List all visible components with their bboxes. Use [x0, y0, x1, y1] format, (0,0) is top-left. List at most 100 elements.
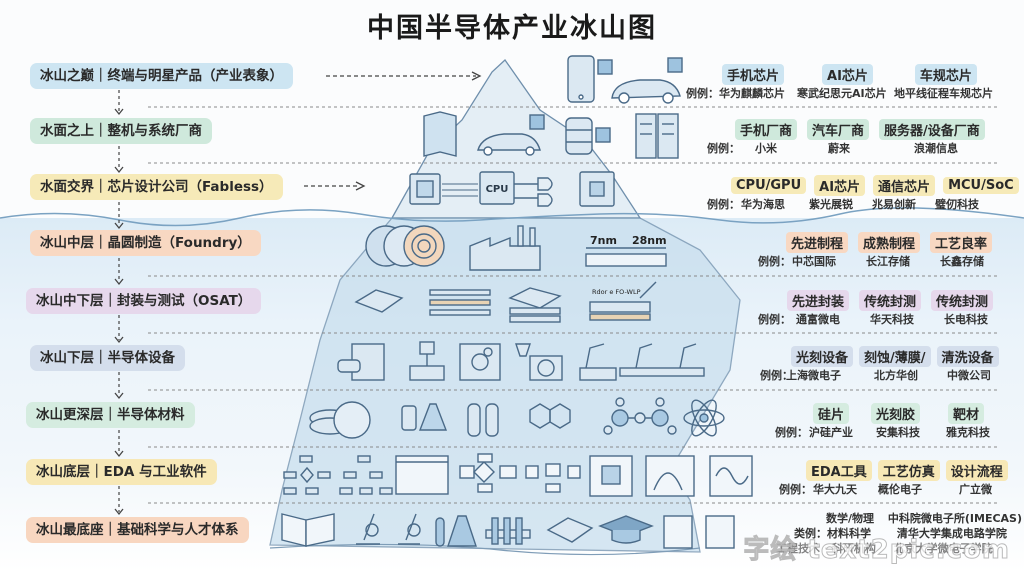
server-rack-icon [635, 113, 679, 159]
dashed-separators [148, 106, 1000, 504]
example: 中芯国际 [792, 255, 836, 268]
waterline [0, 207, 1024, 227]
tag: 手机芯片 [722, 64, 785, 85]
layer-pill-equipment: 冰山下层｜半导体设备 [30, 345, 185, 371]
examples-prefix: 例例： [707, 198, 740, 211]
tag: 光刻胶 [871, 403, 921, 424]
example: 华大九天 [813, 483, 857, 496]
example: 华为麒麟芯片 [719, 87, 785, 100]
package-icon [354, 289, 404, 313]
tag-row-fabless: CPU/GPU AI芯片 通信芯片 MCU/SoC [731, 175, 1019, 196]
example: 上海微电子 [786, 369, 841, 382]
waveform-window-icon [645, 455, 695, 497]
tree-icon [339, 455, 393, 495]
tag: 手机厂商 [735, 119, 798, 140]
microscope-2-icon [398, 513, 421, 545]
tag: 汽车厂商 [807, 119, 870, 140]
example: 紫光展锐 [809, 198, 853, 211]
code-window-icon [395, 455, 449, 495]
cpu-icon [479, 171, 515, 205]
examples-prefix: 例例： [758, 255, 791, 268]
examples-prefix: 例例： [758, 313, 791, 326]
smartphone-icon [567, 55, 595, 103]
grinder-icon [515, 343, 563, 381]
molecule-rings-icon [529, 403, 571, 429]
example: 广立微 [959, 483, 992, 496]
tag: 通信芯片 [873, 175, 936, 196]
tag: 刻蚀/薄膜/ [859, 346, 931, 367]
test-tube-icon [435, 517, 445, 547]
fo-wlp-icon [589, 281, 657, 321]
chip-small-icon [595, 127, 611, 143]
tag: AI芯片 [822, 64, 873, 85]
base-line-2: 类例：材料科学 清华大学集成电路学院 [794, 525, 1007, 541]
atom-icon [683, 399, 725, 437]
tag: 服务器/设备厂商 [879, 119, 985, 140]
tag: 设计流程 [945, 460, 1008, 481]
examples-prefix: 例例： [686, 87, 719, 100]
example: 浪潮信息 [914, 142, 958, 155]
factory-icon [469, 225, 541, 271]
tag-row-eda: EDA工具 工艺仿真 设计流程 [806, 460, 1008, 481]
tag: 硅片 [813, 403, 850, 424]
layer-pill-eda: 冰山底层｜EDA 与工业软件 [26, 459, 217, 485]
logic-gates-icon [514, 177, 553, 207]
seabed-line [269, 543, 701, 556]
eda-flow-icon [525, 463, 581, 493]
flowchart-icon [283, 455, 331, 495]
base-line-3-right: 北京大学微电子学院 [893, 542, 993, 555]
tag: 传统封测 [859, 290, 922, 311]
page-title: 中国半导体产业冰山图 [367, 13, 657, 44]
example: 北方华创 [874, 369, 918, 382]
soc-icon [579, 171, 615, 207]
tag: 光刻设备 [791, 346, 854, 367]
tag: 传统封测 [931, 290, 994, 311]
layer-pill-summit: 冰山之巅｜终端与明星产品（产业表象） [30, 63, 293, 89]
base-line-1-left: 数学/物理 [826, 512, 875, 525]
layer-pill-osat: 冰山中下层｜封装与测试（OSAT） [26, 288, 262, 314]
examples-prefix: 例例： [779, 483, 812, 496]
example: 长电科技 [944, 313, 988, 326]
tag-row-osat: 先进封装 传统封测 传统封测 [787, 290, 994, 311]
chip-small-icon [667, 57, 683, 73]
example: 小米 [755, 142, 777, 155]
example: 概伦电子 [878, 483, 922, 496]
car-icon [477, 133, 541, 156]
example: 沪硅产业 [809, 426, 853, 439]
tag: 先进封装 [787, 290, 850, 311]
deposition-icon [409, 341, 445, 381]
layout-grid-icon [589, 455, 633, 497]
chip-small-icon [529, 114, 545, 130]
robot-arm-icon [579, 343, 617, 381]
examples-prefix: 例例： [707, 142, 740, 155]
tag: MCU/SoC [943, 177, 1019, 194]
example: 璧仞科技 [935, 198, 979, 211]
example: 长鑫存储 [940, 255, 984, 268]
microscope-icon [356, 513, 380, 545]
chip-board-icon [546, 517, 594, 543]
ruler-label-7nm: 7nm [590, 234, 617, 247]
flask-icon [447, 515, 477, 547]
etcher-icon [459, 343, 501, 381]
base-line-1-right: 中科院微电子所(IMECAS) [887, 512, 1022, 525]
ruler-icon [585, 247, 667, 267]
tag: 靶材 [948, 403, 985, 424]
example: 蔚来 [828, 142, 850, 155]
base-line-2-left: 类例：材料科学 [794, 527, 871, 540]
example: 通富微电 [796, 313, 840, 326]
layer-pill-waterline: 水面交界｜芯片设计公司（Fabless） [30, 174, 283, 200]
wafers-icon [365, 225, 445, 267]
watermark: 字绘 text2pic.com [743, 535, 1010, 566]
molecule-icon [603, 397, 677, 435]
example: 中微公司 [947, 369, 991, 382]
tag: 清洗设备 [936, 346, 999, 367]
stack-package-icon [429, 289, 491, 316]
example: 华为海思 [741, 198, 785, 211]
example: 地平线征程车规芯片 [894, 87, 993, 100]
tag: 成熟制程 [858, 232, 921, 253]
base-line-3-left: 工程技术 · 科研机构 [776, 542, 876, 555]
layer-pill-foundation: 冰山最底座｜基础科学与人才体系 [26, 517, 249, 543]
certificate-icon [663, 515, 693, 549]
silicon-wafers-icon [309, 401, 371, 439]
